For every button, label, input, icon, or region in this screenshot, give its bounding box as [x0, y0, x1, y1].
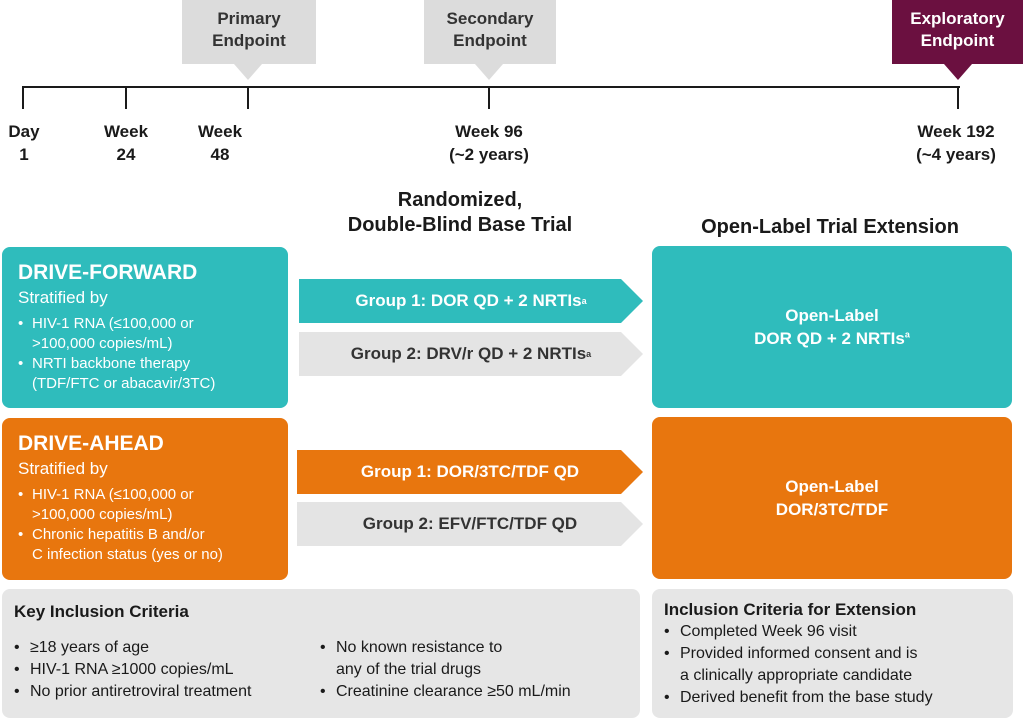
timeline-label-week192: Week 192(~4 years): [916, 122, 996, 164]
list-item: Provided informed consent and isa clinic…: [664, 643, 1013, 687]
exploratory-endpoint-callout: Exploratory Endpoint: [892, 0, 1023, 80]
timeline-tick-week192: [957, 86, 959, 109]
list-item: Chronic hepatitis B and/orC infection st…: [18, 525, 274, 565]
timeline-axis: [22, 86, 960, 88]
list-item: ≥18 years of age: [14, 637, 314, 659]
list-item: HIV-1 RNA (≤100,000 or>100,000 copies/mL…: [18, 314, 274, 354]
drive-ahead-title: DRIVE-AHEAD: [18, 432, 164, 455]
primary-endpoint-line2: Endpoint: [212, 31, 286, 50]
key-inclusion-list-col1: ≥18 years of age HIV-1 RNA ≥1000 copies/…: [14, 637, 314, 703]
list-item: HIV-1 RNA (≤100,000 or>100,000 copies/mL…: [18, 485, 274, 525]
list-item: Derived benefit from the base study: [664, 687, 1013, 709]
extension-heading: Open-Label Trial Extension: [701, 216, 959, 238]
secondary-endpoint-callout: Secondary Endpoint: [424, 0, 556, 80]
drive-ahead-extension-box: Open-Label DOR/3TC/TDF: [652, 417, 1012, 579]
list-item: Completed Week 96 visit: [664, 621, 1013, 643]
list-item: Creatinine clearance ≥50 mL/min: [320, 681, 630, 703]
list-item: NRTI backbone therapy(TDF/FTC or abacavi…: [18, 354, 274, 394]
drive-forward-stratified-label: Stratified by: [18, 288, 108, 307]
list-item: HIV-1 RNA ≥1000 copies/mL: [14, 659, 314, 681]
exploratory-endpoint-line2: Endpoint: [920, 31, 995, 50]
callout-pointer: [944, 64, 972, 80]
drive-forward-title: DRIVE-FORWARD: [18, 261, 198, 284]
exploratory-endpoint-line1: Exploratory: [910, 9, 1005, 28]
extension-inclusion-criteria-title: Inclusion Criteria for Extension: [664, 600, 917, 619]
drive-forward-box: DRIVE-FORWARD Stratified by HIV-1 RNA (≤…: [2, 247, 288, 408]
timeline-tick-day1: [22, 86, 24, 109]
base-trial-heading: Randomized, Double-Blind Base Trial: [347, 189, 573, 236]
timeline-tick-week24: [125, 86, 127, 109]
drive-forward-extension-box: Open-Label DOR QD + 2 NRTIsa: [652, 246, 1012, 408]
drive-ahead-group1-arrow: Group 1: DOR/3TC/TDF QD: [297, 450, 643, 494]
key-inclusion-criteria-title: Key Inclusion Criteria: [14, 602, 189, 621]
extension-inclusion-list: Completed Week 96 visit Provided informe…: [664, 621, 1013, 709]
secondary-endpoint-line1: Secondary: [446, 9, 534, 28]
timeline-tick-week96: [488, 86, 490, 109]
list-item: No prior antiretroviral treatment: [14, 681, 314, 703]
callout-pointer: [234, 64, 262, 80]
secondary-endpoint-line2: Endpoint: [453, 31, 527, 50]
drive-ahead-box: DRIVE-AHEAD Stratified by HIV-1 RNA (≤10…: [2, 418, 288, 580]
extension-inclusion-criteria-box: Inclusion Criteria for Extension Complet…: [652, 589, 1013, 718]
drive-ahead-group2-arrow: Group 2: EFV/FTC/TDF QD: [297, 502, 643, 546]
key-inclusion-criteria-box: Key Inclusion Criteria ≥18 years of age …: [2, 589, 640, 718]
primary-endpoint-line1: Primary: [217, 9, 281, 28]
primary-endpoint-callout: Primary Endpoint: [182, 0, 316, 80]
drive-ahead-strata-list: HIV-1 RNA (≤100,000 or>100,000 copies/mL…: [18, 485, 274, 565]
drive-ahead-stratified-label: Stratified by: [18, 459, 108, 478]
timeline-label-week96: Week 96(~2 years): [449, 122, 529, 164]
callout-pointer: [475, 64, 503, 80]
timeline-tick-week48: [247, 86, 249, 109]
drive-forward-strata-list: HIV-1 RNA (≤100,000 or>100,000 copies/mL…: [18, 314, 274, 394]
